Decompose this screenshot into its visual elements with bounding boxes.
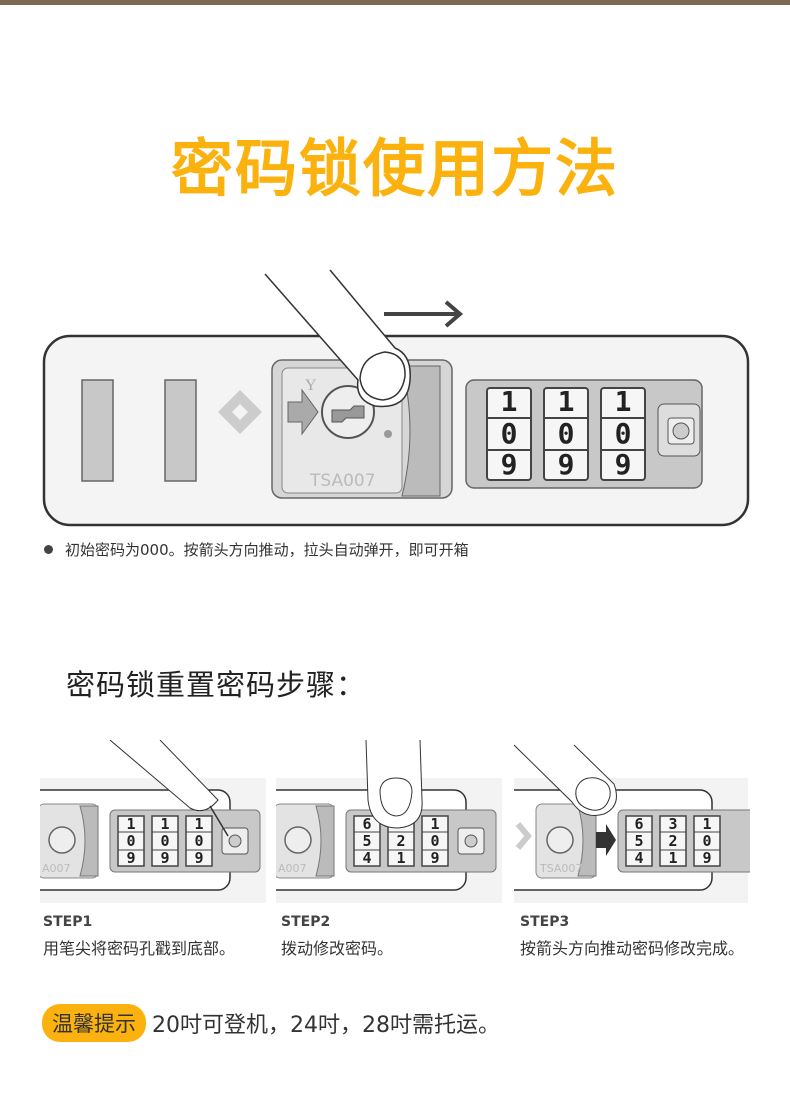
tip-badge: 温馨提示 — [42, 1004, 146, 1042]
wheel-digit: 3 — [668, 815, 677, 833]
finger-illustration — [365, 740, 423, 829]
wheel-digit: 6 — [362, 815, 371, 833]
wheel-digit: 9 — [126, 849, 135, 867]
slot — [164, 379, 197, 482]
combination-wheel[interactable]: 321 — [659, 815, 687, 867]
wheel-digit: 1 — [702, 815, 711, 833]
wheel-digit: 0 — [126, 832, 135, 850]
wheel-digit: 9 — [501, 448, 518, 481]
tip-text: 20吋可登机，24吋，28吋需托运。 — [152, 1013, 500, 1038]
combination-wheel[interactable]: 109 — [486, 385, 532, 481]
slot — [81, 379, 114, 482]
wheel-digit: 1 — [126, 815, 135, 833]
wheel-digit: 0 — [194, 832, 203, 850]
tsa-label: A007 — [42, 862, 71, 875]
combination-wheel[interactable]: 109 — [117, 815, 145, 867]
finger-illustration — [514, 744, 617, 816]
combination-wheel[interactable]: 109 — [693, 815, 721, 867]
combination-wheel[interactable]: 109 — [543, 385, 589, 481]
note-text: 初始密码为000。按箭头方向推动，拉头自动弹开，即可开箱 — [65, 541, 469, 559]
step2-heading: STEP2 — [281, 914, 331, 930]
combination-wheel[interactable]: 109 — [421, 815, 449, 867]
wheel-digit: 9 — [194, 849, 203, 867]
wheel-digit: 0 — [615, 417, 632, 450]
wheel-digit: 0 — [160, 832, 169, 850]
combination-wheel[interactable]: 109 — [185, 815, 213, 867]
top-banner-strip — [0, 0, 790, 5]
wheel-digit: 9 — [615, 448, 632, 481]
wheel-digit: 0 — [501, 417, 518, 450]
arrow-right-icon — [384, 300, 464, 328]
wheel-digit: 0 — [430, 832, 439, 850]
step3-description: 按箭头方向推动密码修改完成。 — [520, 939, 745, 958]
combination-wheel[interactable]: 109 — [600, 385, 646, 481]
section-subtitle: 密码锁重置密码步骤： — [66, 668, 367, 702]
wheel-digit: 1 — [668, 849, 677, 867]
tsa-label: TSA007 — [539, 862, 582, 875]
combination-wheel[interactable]: 109 — [151, 815, 179, 867]
push-arrow-icon — [596, 824, 616, 856]
pen-tip — [209, 805, 229, 837]
combination-wheel[interactable]: 654 — [625, 815, 653, 867]
tsa-label: A007 — [278, 862, 307, 875]
wheel-digit: 5 — [634, 832, 643, 850]
wheel-digit: 9 — [430, 849, 439, 867]
wheel-digit: 2 — [668, 832, 677, 850]
wheel-digit: 0 — [558, 417, 575, 450]
wheel-digit: 1 — [430, 815, 439, 833]
wheel-digit: 2 — [396, 832, 405, 850]
step3-heading: STEP3 — [520, 914, 570, 930]
wheel-digit: 9 — [160, 849, 169, 867]
wheel-digit: 5 — [362, 832, 371, 850]
tsa-logo-icon — [218, 390, 262, 434]
wheel-digit: 1 — [615, 385, 632, 418]
wheel-digit: 9 — [558, 448, 575, 481]
wheel-digit: 1 — [396, 849, 405, 867]
wheel-digit: 1 — [160, 815, 169, 833]
wheel-digit: 4 — [362, 849, 371, 867]
step1-heading: STEP1 — [43, 914, 93, 930]
wheel-digit: 1 — [501, 385, 518, 418]
brand-mark: Y — [305, 377, 317, 394]
tip-row: 温馨提示 20吋可登机，24吋，28吋需托运。 — [42, 1004, 500, 1042]
page-title: 密码锁使用方法 — [170, 132, 619, 205]
wheel-digit: 1 — [194, 815, 203, 833]
wheel-digit: 1 — [558, 385, 575, 418]
wheel-digit: 0 — [702, 832, 711, 850]
finger-illustration — [109, 740, 229, 837]
combination-wheel[interactable]: 654 — [353, 815, 381, 867]
step1-description: 用笔尖将密码孔戳到底部。 — [43, 939, 236, 958]
push-arrow-icon — [287, 388, 319, 436]
step2-description: 拨动修改密码。 — [281, 939, 394, 958]
bullet-icon — [44, 545, 53, 554]
tsa-label: TSA007 — [309, 471, 376, 491]
wheel-digit: 9 — [702, 849, 711, 867]
instruction-note: 初始密码为000。按箭头方向推动，拉头自动弹开，即可开箱 — [44, 539, 469, 560]
wheel-digit: 4 — [634, 849, 643, 867]
wheel-digit: 6 — [634, 815, 643, 833]
